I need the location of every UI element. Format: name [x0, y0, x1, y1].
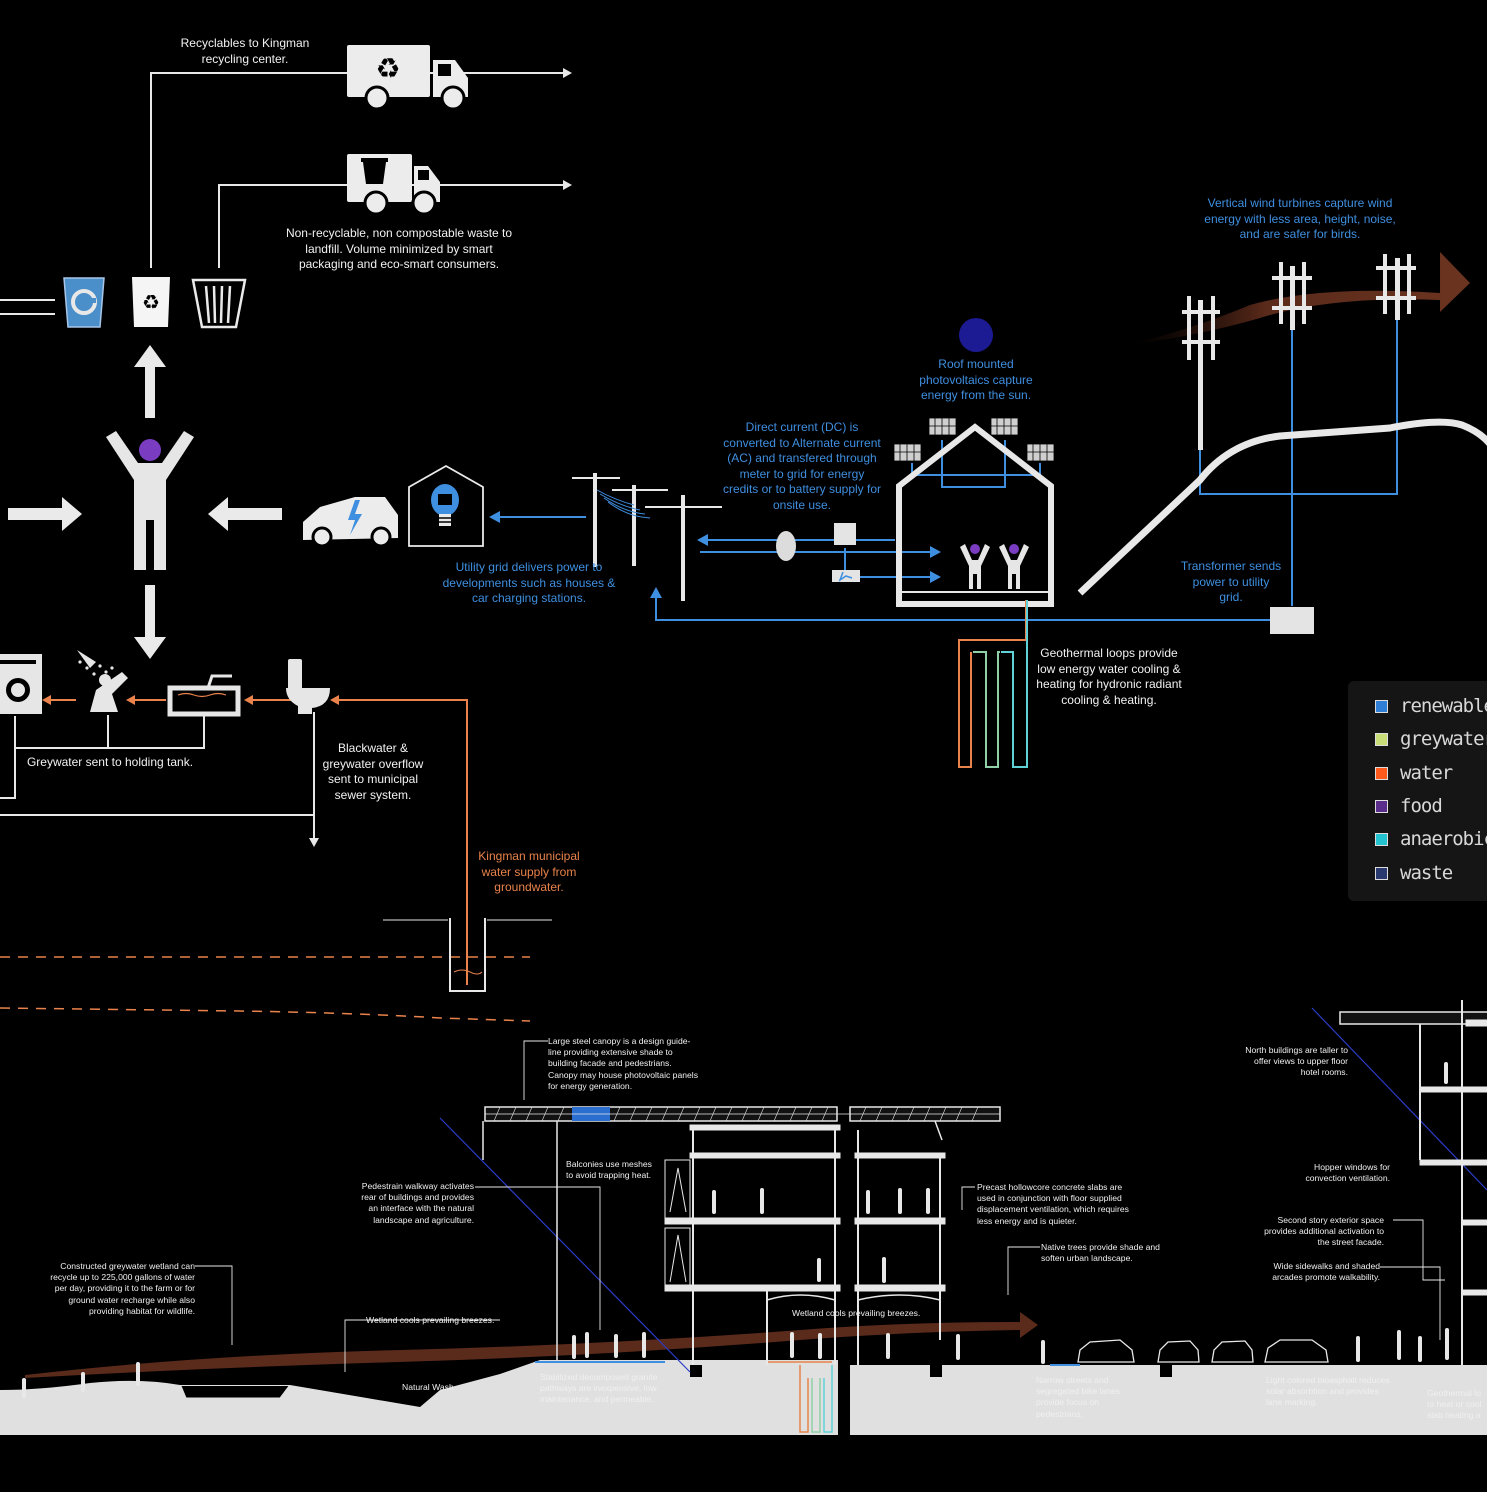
- note-light-asphalt: Light colored bioasphalt reduces solar a…: [1266, 1375, 1390, 1408]
- label-transformer: Transformer sends power to utility grid.: [1180, 559, 1282, 604]
- section-people: [22, 1062, 1449, 1398]
- waste-flow-lines: [0, 68, 572, 315]
- greywater-lines: [0, 712, 319, 847]
- label-wind-turbines: Vertical wind turbines capture wind ener…: [1204, 196, 1396, 241]
- water-flow-lines: [42, 695, 468, 985]
- sun-icon: [959, 318, 993, 352]
- legend-swatch: [1375, 832, 1388, 846]
- svg-text:♻: ♻: [375, 52, 400, 85]
- legend-swatch: [1375, 866, 1388, 880]
- legend-swatch: [1375, 732, 1388, 746]
- smart-house-icon: [408, 464, 484, 547]
- legend-label: waste: [1400, 862, 1453, 884]
- sink-icon: [167, 674, 241, 717]
- note-wetland-cools: Wetland cools prevailing breezes.: [366, 1315, 495, 1325]
- note-balconies: Balconies use meshes to avoid trapping h…: [566, 1159, 652, 1181]
- legend-label: renewable: [1400, 695, 1487, 717]
- label-greywater-tank: Greywater sent to holding tank.: [26, 755, 194, 769]
- recycle-bin-icon: ♻: [132, 277, 170, 327]
- canopy: [482, 1106, 1001, 1360]
- section-geothermal: [768, 1361, 833, 1433]
- legend-label: greywater: [1400, 728, 1487, 750]
- inverter-meter: [776, 523, 860, 582]
- label-utility-grid: Utility grid delivers power to developme…: [442, 560, 616, 605]
- groundwater-lines: [0, 918, 552, 1022]
- label-municipal-water: Kingman municipal water supply from grou…: [478, 849, 580, 894]
- wind-turbines: [1182, 254, 1416, 450]
- recycling-truck-icon: ♻: [347, 45, 468, 111]
- label-blackwater: Blackwater & greywater overflow sent to …: [322, 741, 424, 802]
- svg-text:♻: ♻: [142, 290, 160, 314]
- garbage-truck-icon: [347, 154, 440, 216]
- transformer-box: [1270, 607, 1314, 634]
- washing-machine-icon: [0, 654, 42, 714]
- legend-label: food: [1400, 795, 1443, 817]
- note-wide-sidewalks: Wide sidewalks and shaded arcades promot…: [1272, 1261, 1380, 1283]
- solar-panel-grid-lines: [894, 418, 1054, 461]
- label-recyclables: Recyclables to Kingman recycling center.: [180, 36, 310, 66]
- section-cars: [1077, 1339, 1329, 1363]
- note-walkway: Pedestrain walkway activates rear of bui…: [361, 1181, 474, 1225]
- legend-swatch: [1375, 799, 1388, 813]
- legend-item-food: food: [1375, 793, 1443, 819]
- note-granite: Stabilized decomposed granite pathways a…: [540, 1372, 658, 1405]
- section-tower: [1339, 1000, 1487, 1365]
- legend-item-waste: waste: [1375, 860, 1453, 886]
- note-hopper: Hopper windows for convection ventilatio…: [1305, 1162, 1390, 1184]
- note-hollowcore: Precast hollowcore concrete slabs are us…: [977, 1182, 1129, 1226]
- toilet-icon: [286, 659, 330, 714]
- legend-item-anaerobic: anaerobic e: [1375, 826, 1487, 852]
- wind-flow: [1130, 252, 1470, 344]
- solar-house: [896, 423, 1054, 607]
- note-wetland-cools-2: Wetland cools prevailing breezes.: [792, 1308, 921, 1318]
- note-wetland: Constructed greywater wetland can recycl…: [50, 1261, 195, 1316]
- legend-label: water: [1400, 762, 1453, 784]
- note-narrow-streets: Narrow streets and segregated bike lanes…: [1036, 1375, 1121, 1419]
- shower-icon: [77, 650, 128, 712]
- section-ground: [0, 1340, 1487, 1440]
- house-occupants: [960, 544, 1029, 589]
- note-geothermal-cut: Geothermal lo to heat or cool slab heati…: [1427, 1388, 1482, 1421]
- canopy-panel-lines: [493, 1106, 979, 1122]
- legend-item-renewable: renewable: [1375, 693, 1487, 719]
- note-second-story: Second story exterior space provides add…: [1264, 1215, 1384, 1248]
- section-leaders: [195, 1040, 1445, 1372]
- legend-item-water: water: [1375, 760, 1453, 786]
- person-icon: [106, 431, 194, 570]
- utility-poles: [572, 473, 722, 601]
- label-geothermal: Geothermal loops provide low energy wate…: [1036, 646, 1182, 707]
- solar-panels: [893, 417, 1055, 462]
- legend-item-greywater: greywater: [1375, 726, 1487, 752]
- note-natural-wash: Natural Wash: [402, 1382, 454, 1392]
- label-roof-pv: Roof mounted photovoltaics capture energ…: [919, 357, 1033, 402]
- label-landfill: Non-recyclable, non compostable waste to…: [285, 226, 513, 271]
- hub-arrows: [8, 345, 282, 659]
- note-canopy: Large steel canopy is a design guide-lin…: [548, 1036, 699, 1091]
- trash-can-icon: [191, 278, 247, 329]
- hillside: [1077, 418, 1487, 596]
- section-breeze: [25, 1312, 1038, 1378]
- electric-car-icon: [303, 497, 398, 548]
- legend-label: anaerobic e: [1400, 828, 1487, 850]
- compost-bin-icon: [63, 277, 105, 328]
- legend: renewable greywater water food anaerobic…: [1348, 681, 1487, 901]
- sun-angle-line: [439, 1117, 691, 1373]
- geothermal-loops: [958, 600, 1028, 768]
- section-building: [664, 1124, 946, 1365]
- note-north-buildings: North buildings are taller to offer view…: [1245, 1045, 1348, 1078]
- legend-swatch: [1375, 766, 1388, 780]
- note-native-trees: Native trees provide shade and soften ur…: [1041, 1242, 1160, 1264]
- legend-swatch: [1375, 699, 1388, 713]
- label-dc-ac: Direct current (DC) is converted to Alte…: [722, 420, 882, 512]
